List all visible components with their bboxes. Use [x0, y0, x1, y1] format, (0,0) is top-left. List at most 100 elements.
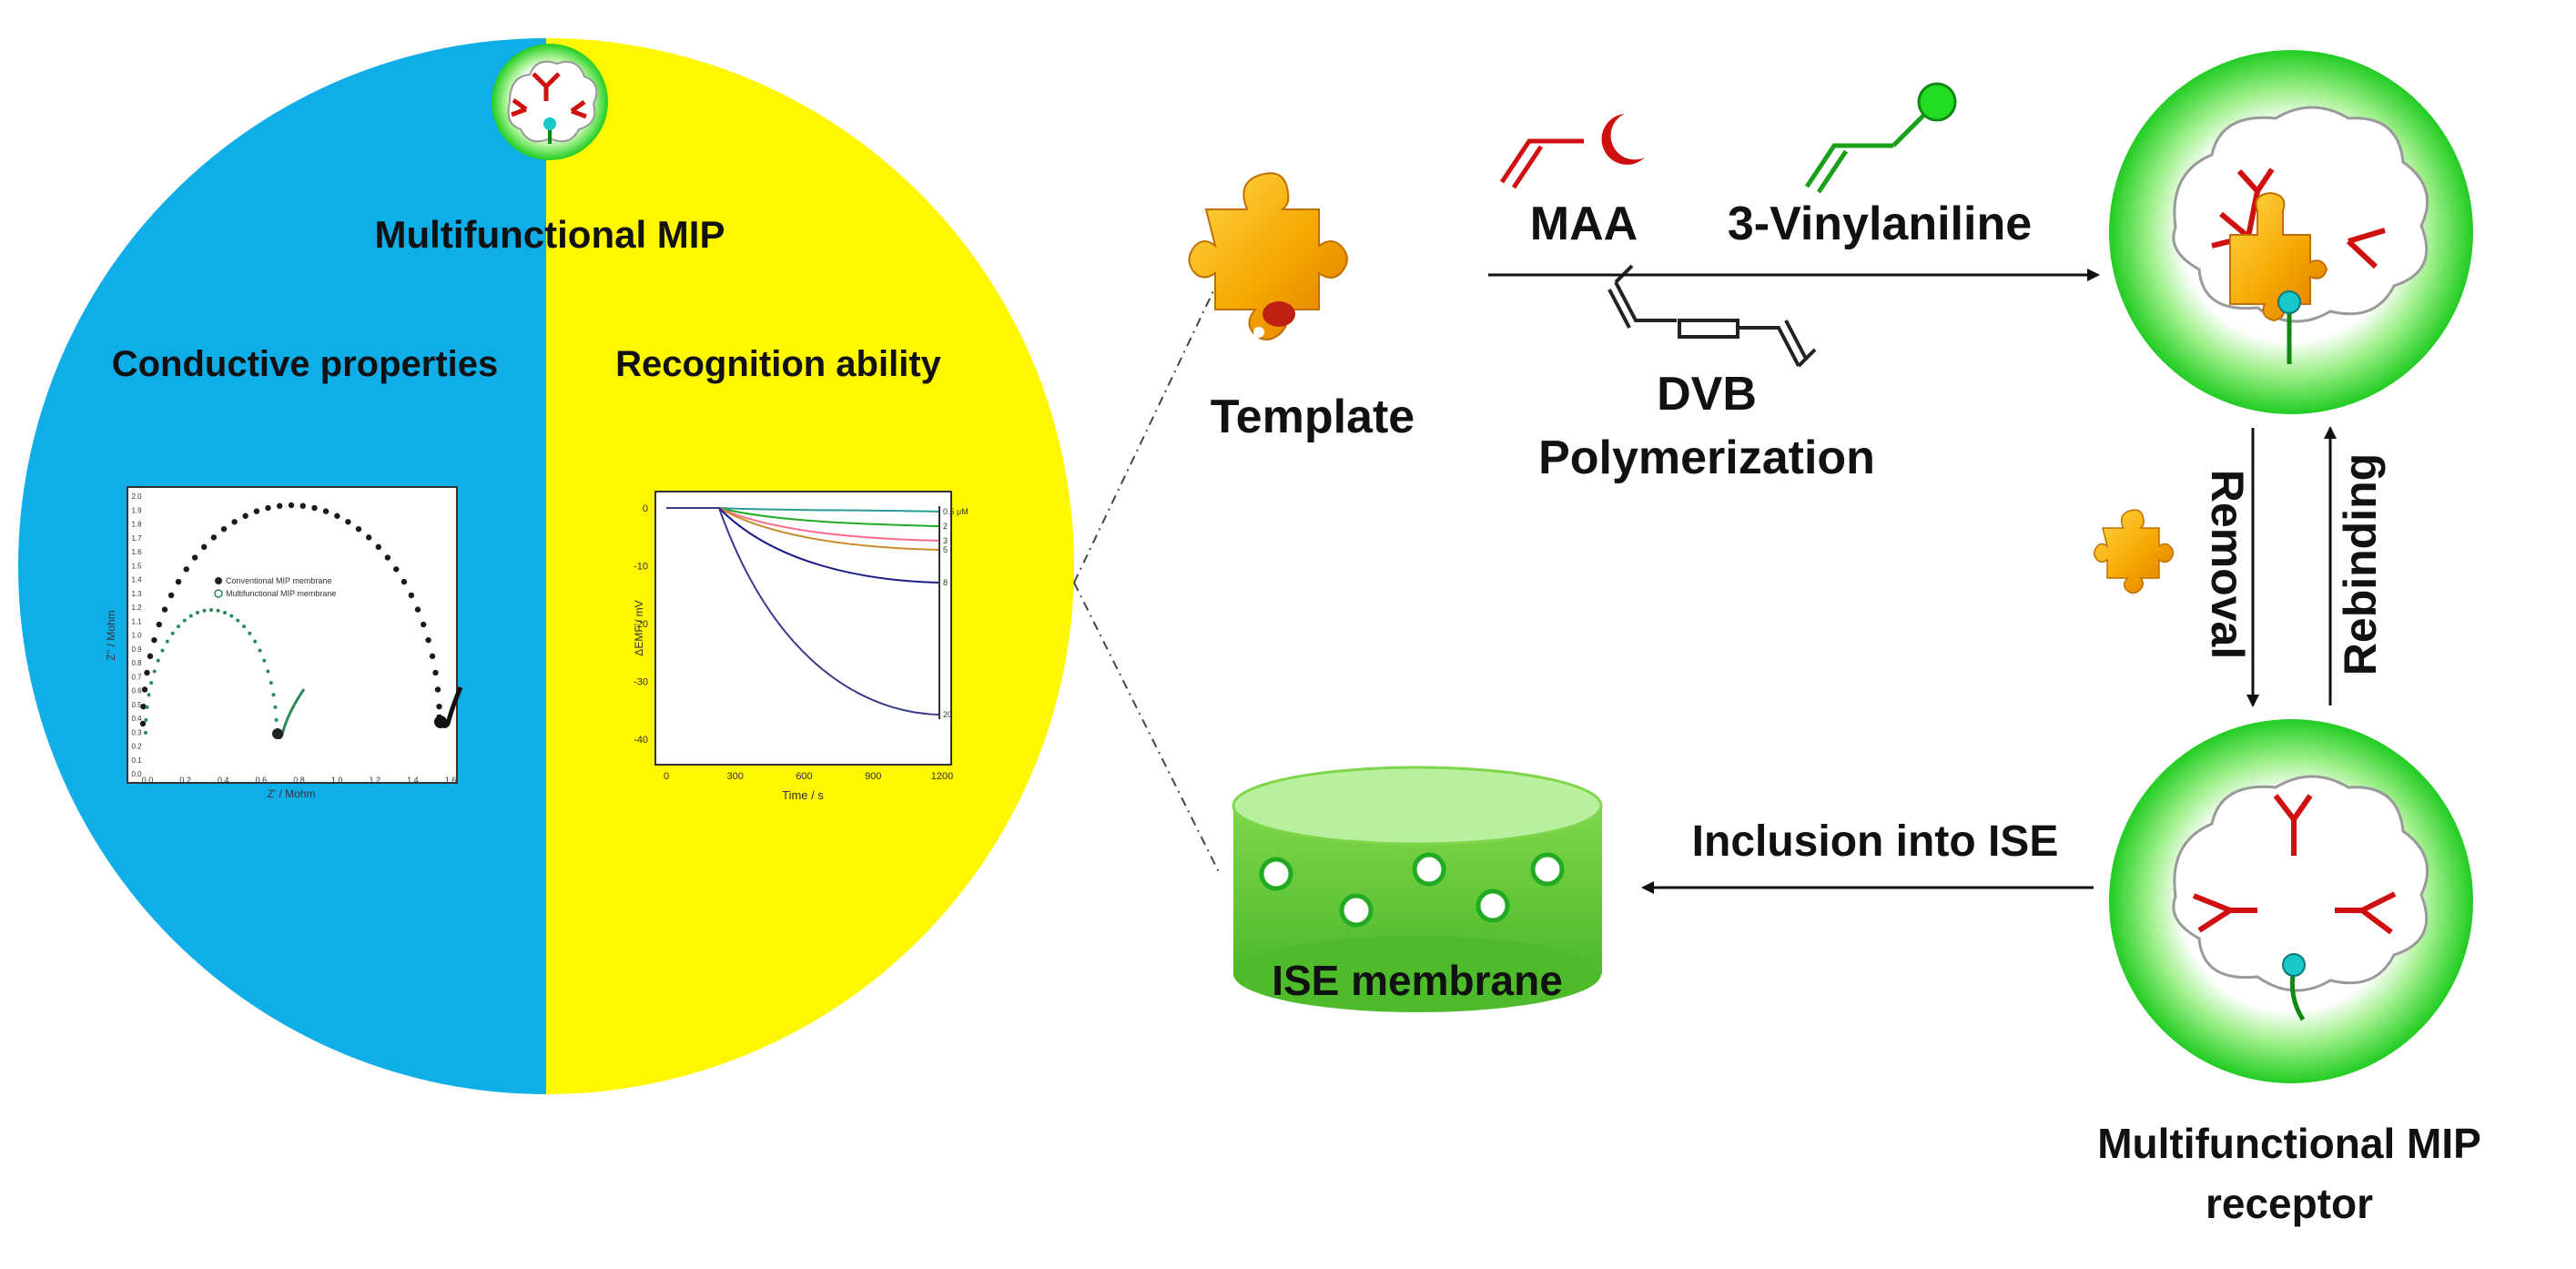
nyquist-point-1 — [425, 636, 431, 644]
response-curve-label: 20 — [943, 710, 952, 719]
nyquist-point-2 — [236, 618, 240, 623]
nyquist-point-1 — [141, 686, 148, 693]
nyquist-point-2 — [216, 608, 220, 613]
nyquist-y-tick: 1.0 — [131, 632, 142, 640]
nyquist-point-2 — [152, 669, 157, 674]
nyquist-y-tick: 0.8 — [131, 659, 142, 667]
nyquist-point-1 — [210, 534, 218, 541]
receptor-label-line2: receptor — [2206, 1180, 2373, 1227]
nyquist-point-1 — [434, 686, 441, 693]
nyquist-point-1 — [220, 525, 228, 533]
nyquist-point-2 — [149, 681, 154, 685]
response-curve-label: 0.5 μM — [943, 507, 969, 516]
response-ylabel: ΔEMF / mV — [633, 600, 645, 655]
response-x-tick: 300 — [727, 771, 744, 782]
nyquist-y-tick: 0.0 — [131, 770, 142, 778]
nyquist-y-tick: 1.4 — [131, 576, 142, 584]
dvb-molecule-icon — [1607, 264, 1817, 368]
nyquist-y-tick: 1.7 — [131, 534, 142, 543]
nyquist-point-2 — [156, 658, 160, 663]
embedded-mip-particles — [1259, 852, 1565, 928]
nyquist-point-1 — [384, 554, 391, 561]
ise-membrane-cylinder — [1232, 766, 1603, 1012]
nyquist-point-2 — [269, 681, 273, 685]
nyquist-point-1 — [414, 606, 421, 613]
legend-marker-1 — [215, 577, 222, 584]
nyquist-point-2 — [196, 610, 200, 614]
maa-molecule-icon — [1499, 114, 1645, 189]
nyquist-point-2 — [144, 731, 147, 735]
legend-marker-2 — [214, 589, 223, 598]
nyquist-point-1 — [393, 566, 400, 573]
nyquist-point-2 — [209, 608, 213, 612]
response-curve — [666, 507, 940, 513]
vinylaniline-label: 3-Vinylaniline — [1728, 198, 2032, 250]
nyquist-point-1 — [139, 720, 147, 727]
ise-membrane-label: ISE membrane — [1272, 957, 1563, 1004]
nyquist-point-1 — [365, 534, 372, 541]
nyquist-x-tick: 0.8 — [293, 776, 305, 785]
nyquist-point-1 — [175, 578, 182, 585]
nyquist-point-2 — [274, 717, 279, 722]
response-curve — [666, 507, 940, 584]
nyquist-point-1 — [253, 508, 260, 514]
nyquist-x-tick: 0.2 — [179, 776, 191, 785]
rebinding-label: Rebinding — [2335, 453, 2386, 675]
nyquist-point-1 — [156, 621, 162, 628]
nyquist-point-1 — [151, 636, 157, 644]
nyquist-point-2 — [222, 610, 227, 614]
nyquist-y-tick: 1.3 — [131, 590, 142, 598]
nyquist-ylabel: Z'' / Mohm — [105, 610, 117, 660]
nyquist-point-1 — [147, 653, 154, 660]
legend-entry-2: Multifunctional MIP membrane — [226, 589, 336, 598]
nyquist-x-tick: 1.6 — [445, 776, 457, 785]
response-curve — [666, 507, 940, 716]
legend-entry-1: Conventional MIP membrane — [226, 576, 331, 585]
nyquist-point-2 — [144, 717, 148, 722]
response-curve — [666, 507, 940, 542]
nyquist-end-marker-1 — [434, 716, 447, 728]
nyquist-point-2 — [188, 614, 193, 618]
dvb-label: DVB — [1657, 368, 1757, 421]
nyquist-point-1 — [200, 543, 208, 551]
connector-line-top — [1073, 277, 1221, 584]
response-xlabel: Time / s — [782, 788, 824, 802]
nyquist-point-1 — [161, 606, 168, 613]
nyquist-x-tick: 1.0 — [331, 776, 343, 785]
nyquist-point-1 — [421, 621, 427, 628]
nyquist-y-tick: 1.1 — [131, 617, 142, 625]
nyquist-point-2 — [165, 639, 169, 644]
nyquist-y-tick: 0.7 — [131, 673, 142, 681]
response-x-tick: 1200 — [931, 771, 953, 782]
response-x-tick: 0 — [664, 771, 669, 782]
nyquist-point-1 — [429, 653, 436, 660]
nyquist-point-1 — [183, 566, 189, 573]
nyquist-point-1 — [191, 554, 198, 561]
nyquist-xlabel: Z' / Mohm — [268, 787, 316, 800]
response-y-tick: -30 — [634, 677, 648, 688]
template-puzzle-icon — [1188, 172, 1348, 340]
mip-ball-small — [492, 44, 608, 160]
response-curve — [666, 507, 940, 527]
nyquist-point-2 — [202, 608, 207, 613]
nyquist-point-1 — [277, 503, 283, 509]
nyquist-x-tick: 1.4 — [407, 776, 419, 785]
nyquist-point-2 — [170, 631, 175, 635]
nyquist-point-1 — [345, 519, 351, 525]
response-curve-label: 5 — [943, 545, 948, 554]
nyquist-point-2 — [271, 693, 276, 697]
removal-label: Removal — [2202, 470, 2253, 659]
nyquist-point-2 — [258, 648, 262, 653]
nyquist-point-1 — [242, 513, 248, 519]
circle-title: Multifunctional MIP — [375, 213, 725, 256]
response-x-tick: 900 — [865, 771, 881, 782]
nyquist-point-2 — [266, 669, 270, 674]
nyquist-point-1 — [322, 508, 330, 514]
nyquist-y-tick: 1.5 — [131, 562, 142, 570]
nyquist-point-2 — [160, 648, 165, 653]
nyquist-x-tick: 1.2 — [369, 776, 380, 785]
